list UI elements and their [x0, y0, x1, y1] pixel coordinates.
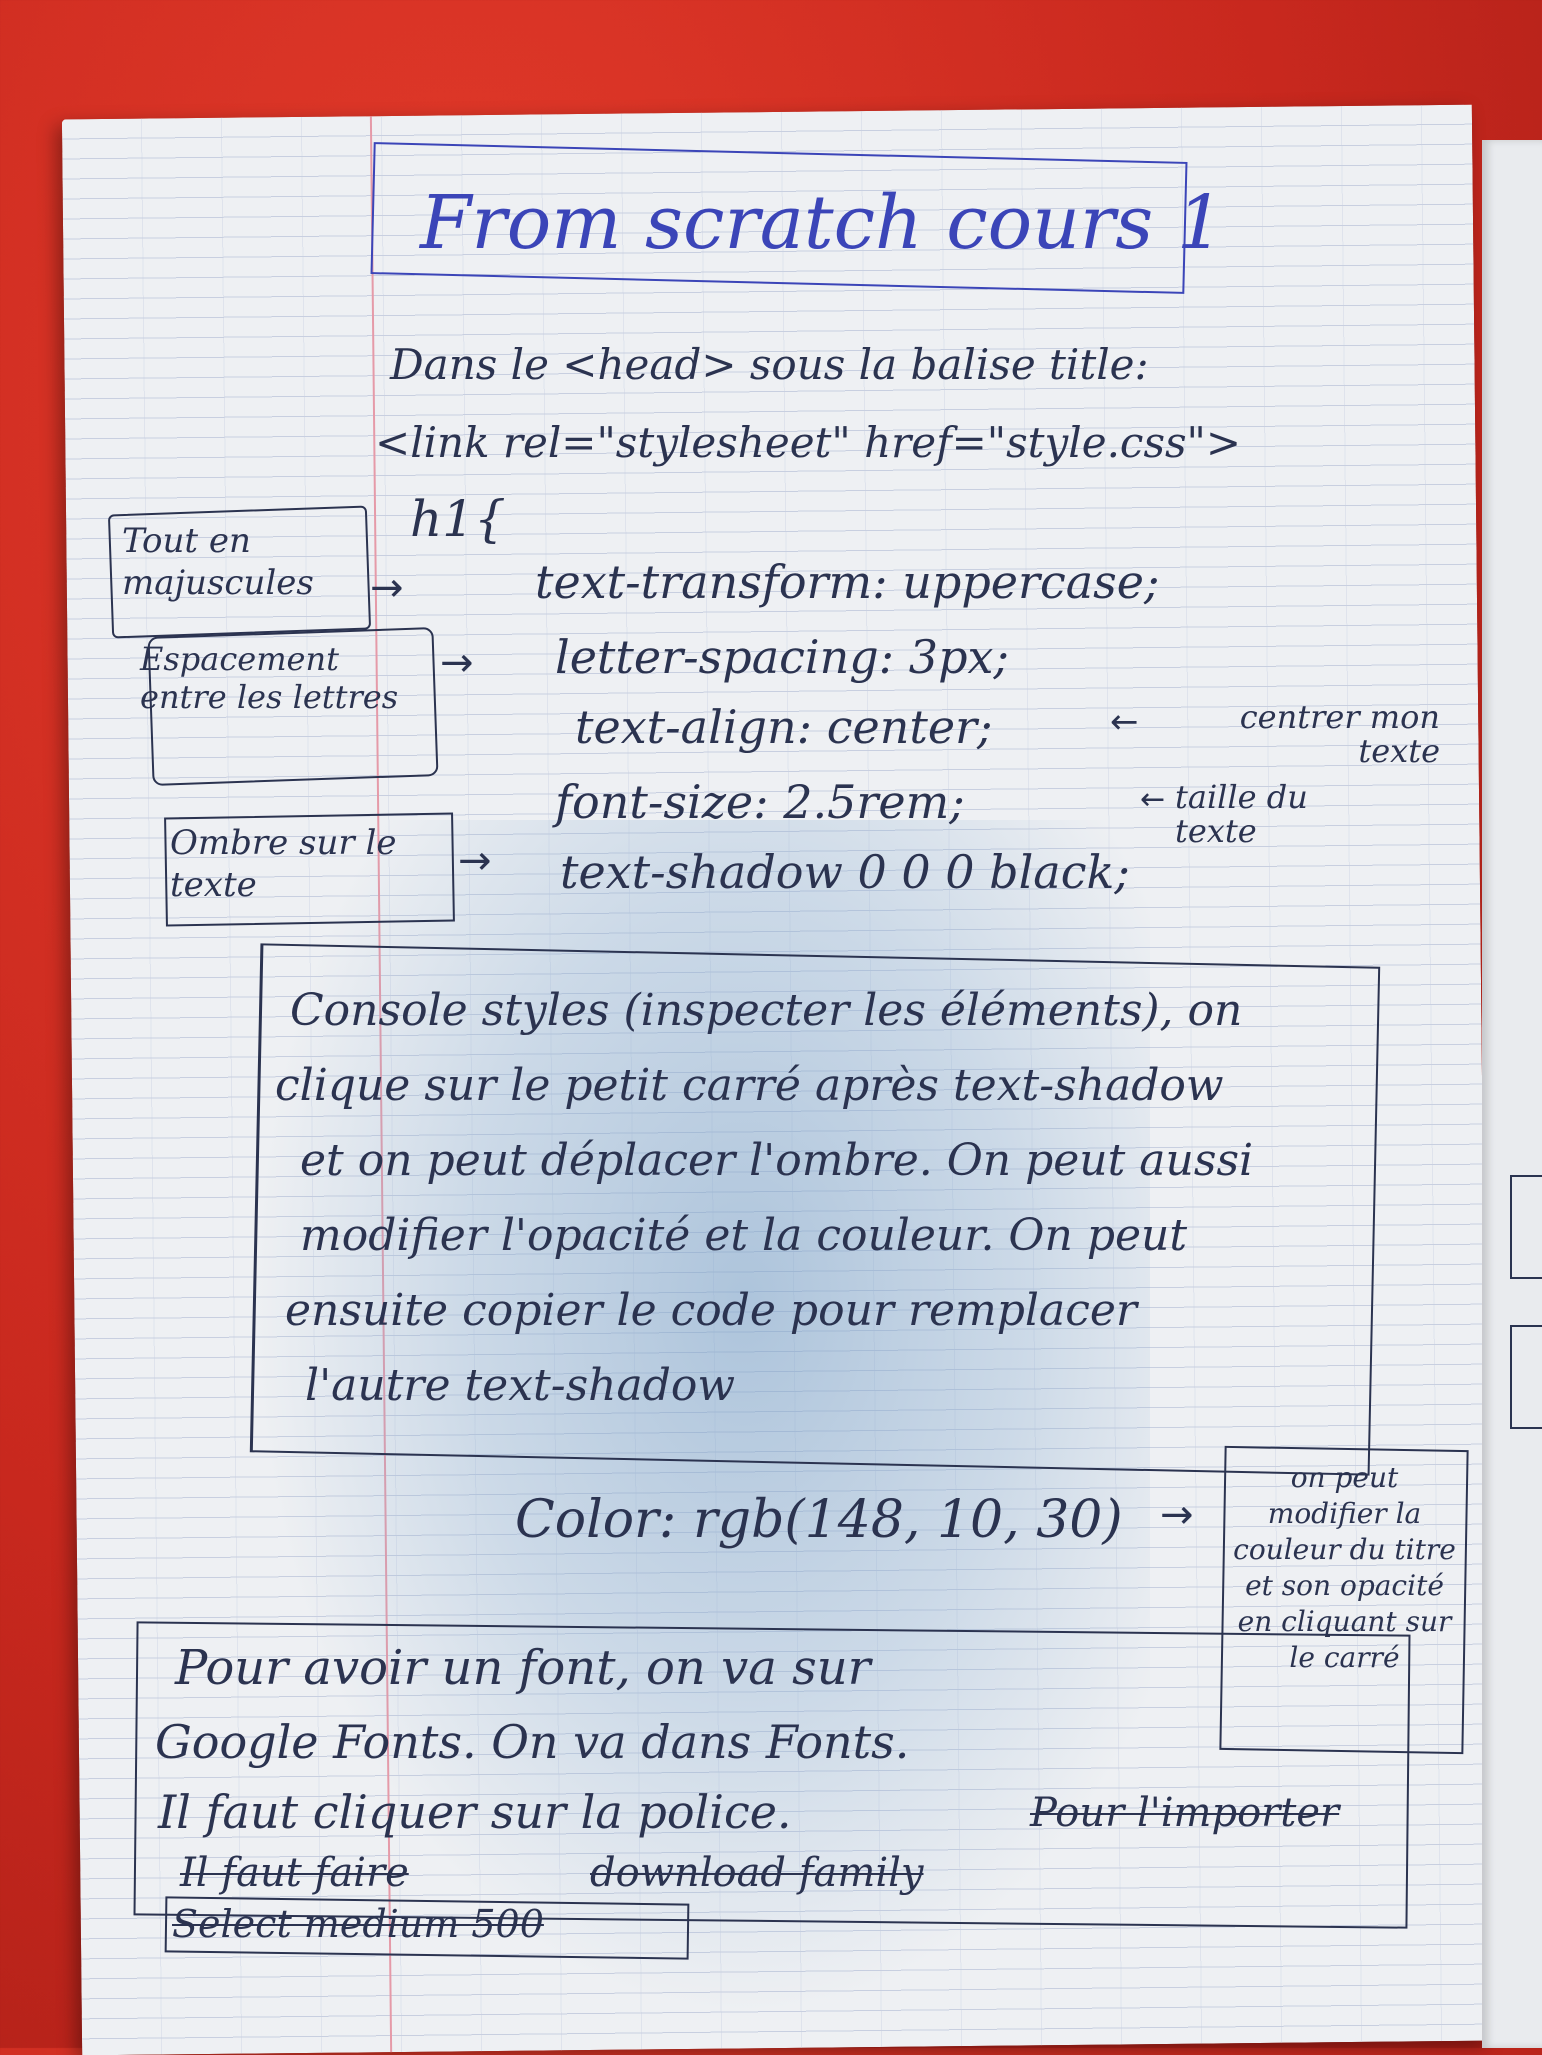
intro-line-2: <link rel="stylesheet" href="style.css">	[375, 418, 1242, 467]
fonts-download: download family	[590, 1850, 924, 1896]
note-shadow: Ombre sur le texte	[170, 823, 397, 905]
arrow-spacing: →	[440, 640, 474, 686]
css-selector: h1{	[410, 490, 506, 548]
arrow-size: ←	[1140, 782, 1166, 817]
color-note: on peut modifier la couleur du titre et …	[1233, 1461, 1456, 1674]
next-page-box-2	[1510, 1325, 1542, 1429]
note-spacing: Espacement entre les lettres	[140, 640, 399, 716]
fonts-line-3: Il faut cliquer sur la police.	[158, 1785, 792, 1839]
fonts-select: Select medium 500	[172, 1902, 544, 1946]
note-center: centrer mon texte	[1239, 698, 1440, 770]
arrow-center: ←	[1110, 702, 1139, 742]
console-line-6: l'autre text-shadow	[305, 1360, 736, 1411]
console-line-5: ensuite copier le code pour remplacer	[285, 1285, 1137, 1336]
css-line-text-transform: text-transform: uppercase;	[535, 555, 1160, 609]
arrow-shadow: →	[458, 838, 492, 884]
fonts-struck-import: Pour l'importer	[1030, 1790, 1340, 1836]
console-line-4: modifier l'opacité et la couleur. On peu…	[300, 1210, 1188, 1261]
page-title: From scratch cours 1	[420, 180, 1224, 266]
color-rule: Color: rgb(148, 10, 30)	[515, 1490, 1123, 1550]
css-line-font-size: font-size: 2.5rem;	[555, 775, 965, 829]
css-line-text-shadow: text-shadow 0 0 0 black;	[560, 845, 1130, 899]
fonts-line-1: Pour avoir un font, on va sur	[175, 1640, 871, 1696]
arrow-uppercase: →	[370, 565, 404, 611]
note-uppercase: Tout en majuscules	[122, 521, 314, 603]
console-line-2: clique sur le petit carré après text-sha…	[275, 1060, 1224, 1111]
arrow-color: →	[1160, 1492, 1194, 1538]
next-page-box-1	[1510, 1175, 1542, 1279]
fonts-struck-line: Il faut faire	[180, 1850, 409, 1896]
css-line-text-align: text-align: center;	[575, 700, 993, 754]
console-line-3: et on peut déplacer l'ombre. On peut aus…	[300, 1135, 1254, 1186]
css-line-letter-spacing: letter-spacing: 3px;	[555, 630, 1009, 684]
note-size: taille du texte	[1175, 778, 1308, 850]
intro-line-1: Dans le <head> sous la balise title:	[390, 340, 1149, 389]
next-page-edge	[1482, 140, 1542, 2048]
console-line-1: Console styles (inspecter les éléments),…	[290, 985, 1243, 1036]
fonts-line-2: Google Fonts. On va dans Fonts.	[155, 1715, 910, 1769]
